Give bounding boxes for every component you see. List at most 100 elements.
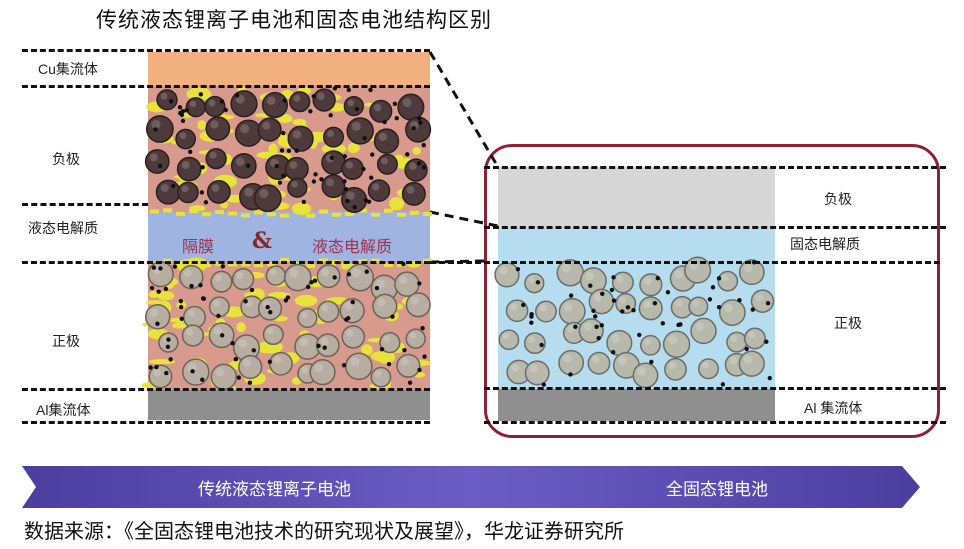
solid-cathode-particle	[534, 300, 557, 323]
binder-blob	[372, 351, 393, 362]
ion-dot	[342, 179, 347, 184]
ion-dot	[720, 382, 726, 387]
ion-dot	[350, 299, 355, 305]
ion-dot	[279, 148, 285, 153]
ion-dot	[418, 120, 423, 126]
cathode-particle	[257, 296, 283, 321]
binder-blob	[423, 258, 432, 263]
ion-dot	[168, 357, 173, 362]
cathode-particle-shine	[409, 332, 417, 339]
dash-line	[484, 421, 946, 424]
label-solid-anode: 负极	[824, 191, 852, 207]
anode-particle	[261, 91, 289, 119]
anode-particle	[321, 174, 346, 199]
cathode-particle-shine	[344, 302, 353, 311]
anode-particle-shine	[189, 100, 197, 108]
cathode-particle	[208, 296, 230, 318]
ion-dot	[368, 87, 373, 93]
ion-dot	[341, 363, 347, 368]
anode-particle-shine	[381, 157, 388, 165]
ion-dot	[599, 323, 604, 328]
binder-blob	[254, 210, 263, 215]
solid-cathode-particle-shine	[743, 263, 753, 273]
binder-blob	[292, 118, 307, 126]
separator-label: 隔膜	[182, 239, 215, 256]
solid-cathode-particle-shine	[528, 336, 536, 344]
solid-cathode-particle-shine	[702, 361, 709, 369]
cathode-particle-shine	[399, 275, 408, 285]
cathode-particle	[147, 261, 174, 288]
solid-cathode-particle-shine	[592, 355, 600, 364]
solid-cathode-particle	[697, 358, 719, 380]
cathode-particle-shine	[183, 269, 192, 278]
ion-dot	[267, 359, 273, 365]
binder-blob	[241, 262, 250, 267]
binder-blob	[268, 291, 291, 299]
anode-particle-shine	[208, 99, 216, 107]
binder-blob	[319, 209, 328, 214]
anode-particle-shine	[351, 121, 361, 131]
binder-blob	[150, 209, 159, 214]
cathode-particle	[283, 263, 312, 292]
ion-dot	[308, 109, 313, 114]
anode-particle-shine	[408, 162, 417, 171]
ion-dot	[767, 375, 772, 381]
ion-dot	[188, 149, 193, 155]
binder-blob	[149, 359, 175, 365]
solid-cathode-particle	[718, 299, 746, 326]
binder-blob	[412, 146, 422, 155]
binder-blob	[163, 208, 172, 213]
dash-line	[430, 261, 940, 264]
ion-dot	[190, 369, 195, 374]
source-note: 数据来源：《全固态锂电池技术的研究现状及展望》，华龙证券研究所	[24, 519, 624, 543]
dash-line	[484, 166, 946, 169]
ion-dot	[329, 155, 335, 161]
ion-dot	[236, 375, 242, 380]
diagram-title: 传统液态锂离子电池和固态电池结构区别	[96, 8, 492, 32]
dash-line	[22, 49, 430, 52]
solid-cathode-particle-shine	[619, 296, 627, 304]
binder-blob	[361, 344, 373, 356]
ion-dot	[165, 344, 171, 350]
cathode-particle	[345, 352, 373, 381]
dash-line	[484, 387, 946, 390]
anode-particle	[206, 179, 231, 204]
ion-dot	[665, 290, 671, 295]
solid-cathode-particle-shine	[755, 293, 764, 302]
cathode-particle-shine	[400, 357, 409, 366]
cathode-particle-shine	[153, 368, 162, 377]
ion-dot	[177, 105, 183, 110]
cathode-particle-shine	[214, 274, 222, 282]
solid-cathode-particle-shine	[563, 354, 572, 363]
ion-dot	[313, 172, 318, 177]
ion-dot	[198, 282, 203, 288]
anode-particle-shine	[181, 185, 189, 193]
binder-blob	[358, 208, 367, 213]
cathode-particle-shine	[374, 370, 382, 378]
anode-particle-shine	[209, 151, 217, 159]
solid-cathode-particle-shine	[510, 303, 518, 311]
ion-dot	[515, 267, 521, 272]
cathode-particle-shine	[301, 366, 309, 374]
ion-dot	[362, 135, 367, 141]
anode-particle-shine	[406, 186, 415, 194]
solid-cathode-particle	[690, 317, 717, 345]
anode-particle-shine	[373, 103, 382, 112]
cathode-particle-shine	[320, 337, 329, 346]
ion-dot	[420, 326, 425, 331]
cathode-particle-shine	[149, 308, 159, 317]
ion-dot	[625, 305, 631, 310]
ion-dot	[390, 314, 395, 319]
binder-blob	[293, 208, 302, 213]
ion-dot	[179, 316, 184, 322]
ion-dot	[539, 342, 544, 348]
solid-cathode-particle-shine	[539, 304, 547, 312]
cathode-particle-shine	[273, 355, 282, 364]
anode-particle-shine	[345, 161, 354, 169]
binder-blob	[258, 348, 281, 354]
binder-blob	[189, 209, 198, 214]
anode-particle-shine	[378, 132, 388, 142]
ion-dot	[573, 324, 578, 330]
binder-blob	[397, 212, 406, 217]
cathode-particle	[265, 265, 287, 286]
